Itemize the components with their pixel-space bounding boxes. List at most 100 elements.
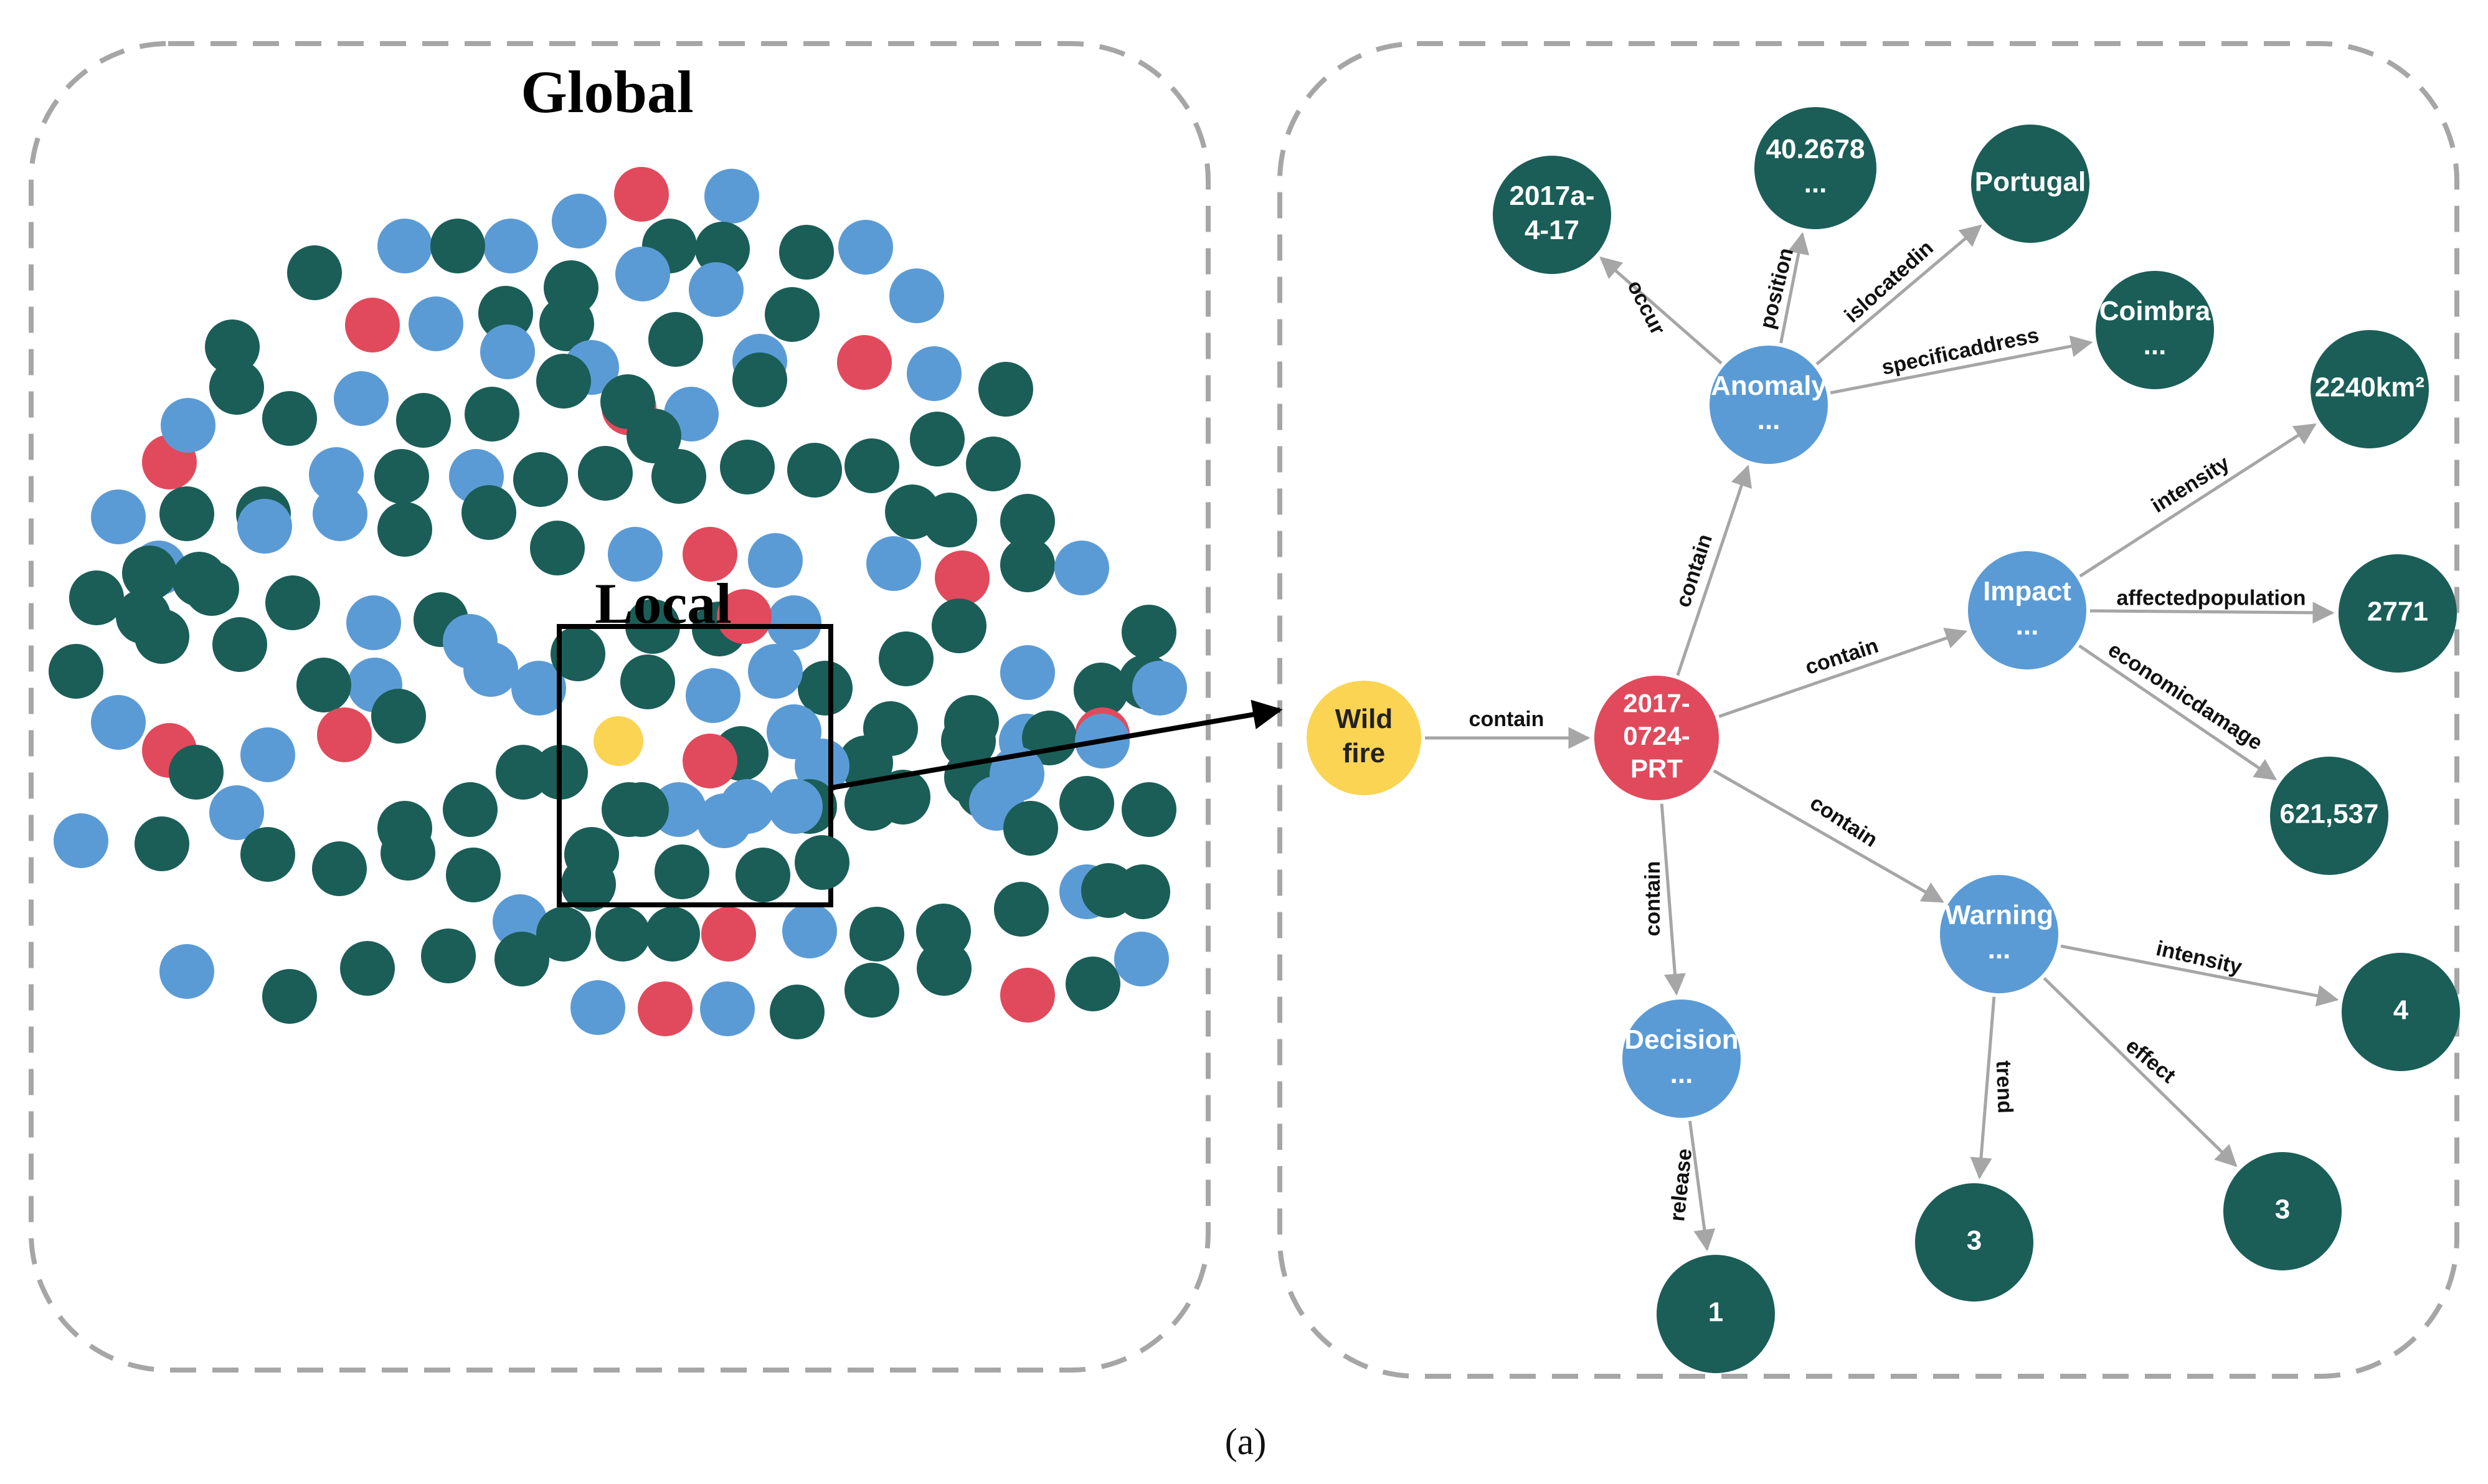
node-circle	[1940, 875, 2058, 993]
global-panel-frame	[29, 41, 1211, 1373]
graph-nodes: Wildfire2017-0724-PRTAnomaly...Impact...…	[1307, 107, 2460, 1373]
node-circle	[1968, 551, 2086, 669]
local-dot	[768, 779, 823, 834]
cloud-dot	[570, 980, 625, 1035]
graph-edge: intensity	[2060, 937, 2339, 1007]
edge-line	[1970, 996, 1996, 1179]
graph-edges: containcontaincontaincontaincontainoccur…	[1425, 224, 2339, 1252]
cloud-dot	[317, 707, 372, 762]
node-circle	[2270, 757, 2388, 875]
cloud-dot	[844, 963, 899, 1018]
graph-node-warn_eff: 3	[2223, 1152, 2342, 1270]
cloud-dot	[966, 437, 1021, 491]
node-label: ...	[1757, 405, 1781, 435]
edge-label: contain	[1641, 861, 1665, 937]
graph-edge: economicdamage	[2078, 638, 2278, 780]
node-label: Anomaly	[1711, 371, 1827, 401]
cloud-dot	[346, 595, 401, 650]
cloud-dot	[237, 499, 292, 554]
cloud-dot	[922, 493, 977, 547]
cloud-dot	[552, 194, 607, 248]
cloud-dot	[312, 841, 367, 896]
cloud-dot	[240, 727, 295, 782]
cloud-dot	[443, 614, 498, 669]
cloud-dot	[240, 827, 295, 882]
graph-node-damage: 621,537	[2270, 757, 2388, 875]
edge-label: islocatedin	[1840, 236, 1937, 328]
cloud-dot	[1000, 968, 1055, 1023]
local-dot	[655, 844, 709, 899]
graph-edge: affectedpopulation	[2089, 586, 2335, 624]
cloud-dot	[978, 362, 1033, 417]
cloud-dot	[309, 447, 364, 502]
local-dot	[767, 704, 821, 759]
node-circle	[1754, 107, 1876, 229]
cloud-dot	[608, 527, 663, 582]
cloud-dot	[396, 393, 451, 448]
edge-line	[1713, 769, 1944, 903]
cloud-dot	[287, 245, 342, 300]
node-label: 3	[1967, 1226, 1982, 1256]
cloud-dot	[994, 882, 1049, 937]
node-circle	[1657, 1255, 1775, 1373]
graph-node-event: 2017-0724-PRT	[1594, 676, 1719, 800]
cloud-dot	[49, 644, 103, 699]
cloud-dot	[262, 391, 317, 446]
cloud-dot	[779, 225, 834, 280]
local-dot	[748, 644, 803, 699]
cloud-dot	[377, 502, 432, 557]
graph-node-impact: Impact...	[1968, 551, 2086, 669]
node-label: 0724-	[1623, 721, 1690, 750]
edge-line	[2089, 602, 2335, 624]
edge-line	[1660, 803, 1686, 996]
cloud-dot	[511, 661, 566, 716]
cloud-dot	[683, 527, 737, 582]
cloud-dot	[161, 398, 215, 453]
cloud-dot	[614, 167, 669, 222]
cloud-dot	[838, 735, 893, 790]
edge-label: occur	[1622, 276, 1670, 339]
node-label: 4-17	[1525, 215, 1579, 245]
local-dot	[620, 655, 675, 709]
node-label: 2771	[2367, 597, 2428, 627]
edge-label: contain	[1805, 791, 1881, 852]
cloud-dot	[205, 319, 260, 374]
cloud-dot	[1122, 605, 1176, 659]
cloud-dot	[1066, 957, 1120, 1011]
graph-node-release: 1	[1657, 1255, 1775, 1373]
node-label: 2017-	[1623, 689, 1690, 718]
cloud-dot	[461, 485, 516, 540]
local-dot	[795, 835, 849, 890]
node-label: 2240km²	[2315, 372, 2424, 403]
node-label: Portugal	[1975, 167, 2086, 197]
local-selection-box	[557, 624, 833, 907]
graph-node-pop: 2771	[2339, 554, 2457, 673]
edge-line	[1815, 224, 1982, 366]
node-circle	[2096, 271, 2214, 389]
cloud-dot	[212, 617, 267, 672]
node-circle	[2311, 330, 2429, 448]
graph-edge: release	[1665, 1120, 1716, 1252]
cloud-dot	[91, 489, 146, 544]
node-label: 621,537	[2279, 799, 2378, 829]
cloud-dot	[782, 904, 837, 958]
edge-label: trend	[1992, 1060, 2017, 1113]
cloud-dot	[910, 412, 965, 466]
cloud-dot	[748, 533, 803, 588]
cloud-dot	[530, 521, 585, 575]
graph-node-coord: 40.2678...	[1754, 107, 1876, 229]
cloud-dot	[122, 546, 177, 600]
graph-node-decision: Decision...	[1622, 1000, 1741, 1118]
graph-edge: trend	[1970, 996, 2017, 1179]
cloud-dot	[844, 438, 899, 493]
graph-node-anomaly: Anomaly...	[1710, 346, 1828, 464]
cloud-dot	[430, 219, 485, 273]
graph-node-date: 2017a-4-17	[1493, 156, 1611, 274]
node-circle	[1594, 676, 1719, 800]
cloud-dot	[551, 626, 605, 681]
edge-line	[2060, 944, 2339, 1007]
edge-line	[1779, 232, 1810, 344]
edge-line	[1718, 627, 1968, 718]
cloud-dot	[787, 443, 842, 498]
cloud-dot	[695, 222, 750, 276]
